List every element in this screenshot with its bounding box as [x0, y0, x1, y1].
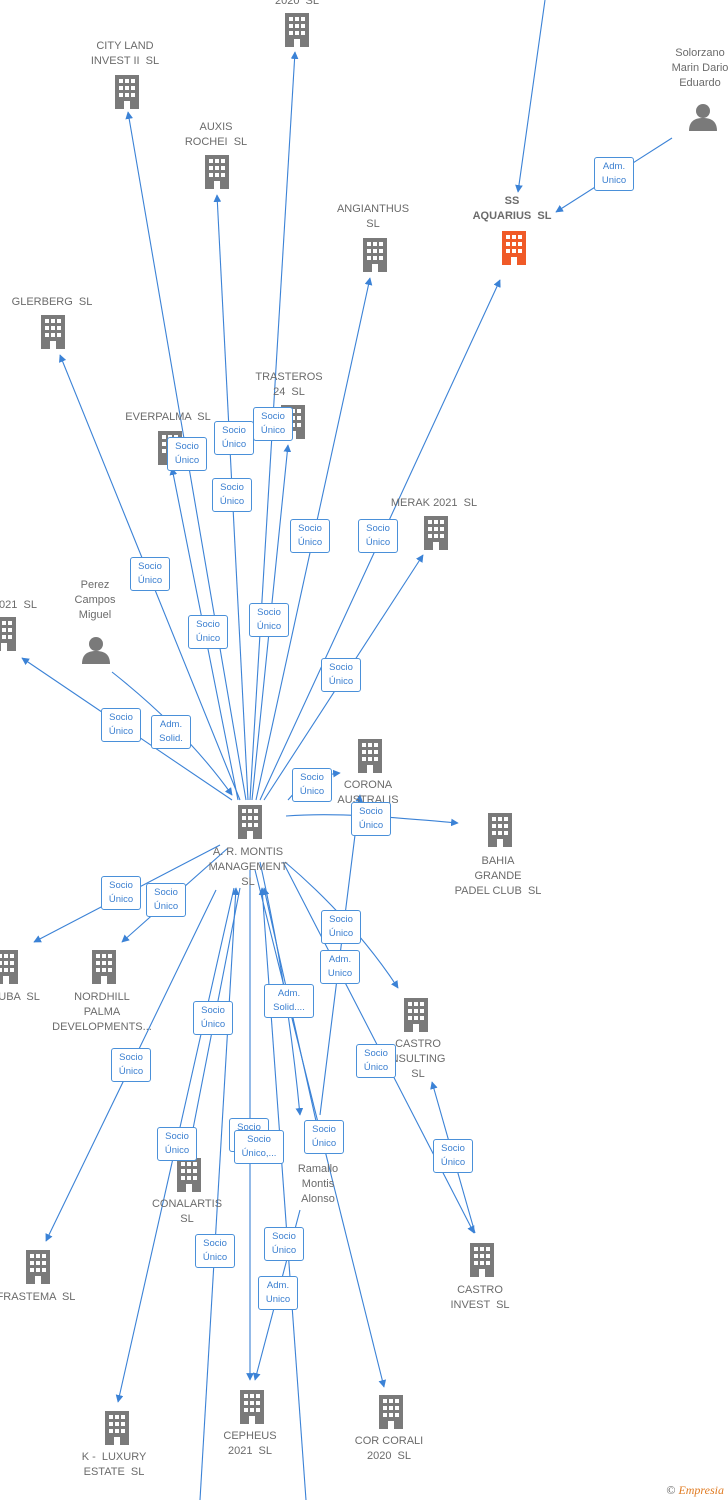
building-icon[interactable]	[363, 238, 387, 272]
edge-role-label[interactable]: Socio Único	[290, 519, 330, 553]
node-label[interactable]: SS AQUARIUS SL	[472, 195, 552, 222]
node-label[interactable]: CONALARTIS SL	[151, 1198, 223, 1225]
building-icon[interactable]	[0, 950, 18, 984]
edge-role-label[interactable]: Socio Único	[351, 802, 391, 836]
node-label[interactable]: BAHIA GRANDE PADEL CLUB SL	[454, 855, 542, 897]
node-label[interactable]: CASTRO NSULTING SL	[390, 1038, 446, 1080]
brand-logo-text: Empresia	[678, 1483, 724, 1497]
node-label[interactable]: 021 SL	[0, 599, 37, 611]
edge-role-label[interactable]: Socio Único	[157, 1127, 197, 1161]
edge-role-label[interactable]: Socio Único	[358, 519, 398, 553]
node-label[interactable]: ANGIANTHUS SL	[336, 203, 410, 230]
building-icon[interactable]	[379, 1395, 403, 1429]
node-label[interactable]: K - LUXURY ESTATE SL	[81, 1451, 147, 1478]
edge-role-label[interactable]: Socio Único	[188, 615, 228, 649]
person-icon[interactable]	[689, 104, 717, 131]
edge-role-label[interactable]: Socio Único	[264, 1227, 304, 1261]
edge-role-label[interactable]: Socio Único,...	[234, 1130, 284, 1164]
building-icon[interactable]	[488, 813, 512, 847]
node-label[interactable]: 2020 SL	[274, 0, 320, 7]
copyright-symbol: ©	[666, 1483, 676, 1497]
building-icon[interactable]	[105, 1411, 129, 1445]
node-label[interactable]: GLERBERG SL	[11, 296, 93, 308]
edge-role-label[interactable]: Socio Único	[304, 1120, 344, 1154]
edge-role-label[interactable]: Socio Único	[195, 1234, 235, 1268]
node-label[interactable]: Perez Campos Miguel	[74, 579, 116, 621]
edge-role-label[interactable]: Socio Único	[321, 910, 361, 944]
building-icon[interactable]	[0, 617, 16, 651]
node-label[interactable]: EVERPALMA SL	[125, 411, 211, 423]
node-label[interactable]: CASTRO INVEST SL	[450, 1284, 510, 1311]
building-icon[interactable]	[92, 950, 116, 984]
edge-role-label[interactable]: Socio Único	[101, 876, 141, 910]
node-label[interactable]: TRASTEROS 24 SL	[255, 371, 323, 398]
node-label[interactable]: MERAK 2021 SL	[390, 497, 478, 509]
edge-role-label[interactable]: Socio Único	[101, 708, 141, 742]
building-icon[interactable]	[240, 1390, 264, 1424]
edge-role-label[interactable]: Socio Único	[253, 407, 293, 441]
building-icon[interactable]	[115, 75, 139, 109]
edge-role-label[interactable]: Adm. Unico	[320, 950, 360, 984]
building-icon[interactable]	[26, 1250, 50, 1284]
building-icon[interactable]	[502, 231, 526, 265]
edge-role-label[interactable]: Socio Único	[111, 1048, 151, 1082]
edge-role-label[interactable]: Socio Único	[433, 1139, 473, 1173]
building-icon[interactable]	[358, 739, 382, 773]
edge-role-label[interactable]: Socio Único	[212, 478, 252, 512]
edge-role-label[interactable]: Socio Único	[292, 768, 332, 802]
edge-role-label[interactable]: Socio Único	[146, 883, 186, 917]
node-label[interactable]: AUXIS ROCHEI SL	[184, 121, 248, 148]
node-label[interactable]: Solorzano Marin Dario Eduardo	[671, 47, 728, 89]
node-label[interactable]: NORDHILL PALMA DEVELOPMENTS...	[52, 991, 152, 1033]
edge-role-label[interactable]: Socio Único	[130, 557, 170, 591]
node-label[interactable]: CITY LAND INVEST II SL	[90, 40, 160, 67]
edge	[515, 0, 546, 193]
edge-role-label[interactable]: Socio Único	[214, 421, 254, 455]
edge-role-label[interactable]: Socio Único	[249, 603, 289, 637]
edge-role-label[interactable]: Socio Único	[193, 1001, 233, 1035]
building-icon[interactable]	[424, 516, 448, 550]
node-label[interactable]: Ramallo Montis Alonso	[297, 1163, 339, 1205]
edge-role-label[interactable]: Socio Único	[321, 658, 361, 692]
footer-brand: © Empresia	[666, 1483, 724, 1498]
edge-role-label[interactable]: Socio Único	[167, 437, 207, 471]
node-label[interactable]: FRASTEMA SL	[0, 1291, 76, 1303]
building-icon[interactable]	[177, 1158, 201, 1192]
edge	[199, 887, 240, 1500]
building-icon[interactable]	[238, 805, 262, 839]
edge-role-label[interactable]: Adm. Unico	[258, 1276, 298, 1310]
building-icon[interactable]	[470, 1243, 494, 1277]
building-icon[interactable]	[404, 998, 428, 1032]
edge-role-label[interactable]: Adm. Unico	[594, 157, 634, 191]
node-label[interactable]: CEPHEUS 2021 SL	[223, 1430, 277, 1457]
person-icon[interactable]	[82, 637, 110, 664]
building-icon[interactable]	[205, 155, 229, 189]
node-label[interactable]: COR CORALI 2020 SL	[354, 1435, 424, 1462]
edge-role-label[interactable]: Socio Único	[356, 1044, 396, 1078]
building-icon[interactable]	[285, 13, 309, 47]
node-label[interactable]: A. R. MONTIS MANAGEMENT SL	[208, 846, 288, 888]
edge-role-label[interactable]: Adm. Solid.	[151, 715, 191, 749]
building-icon[interactable]	[41, 315, 65, 349]
edge-role-label[interactable]: Adm. Solid....	[264, 984, 314, 1018]
